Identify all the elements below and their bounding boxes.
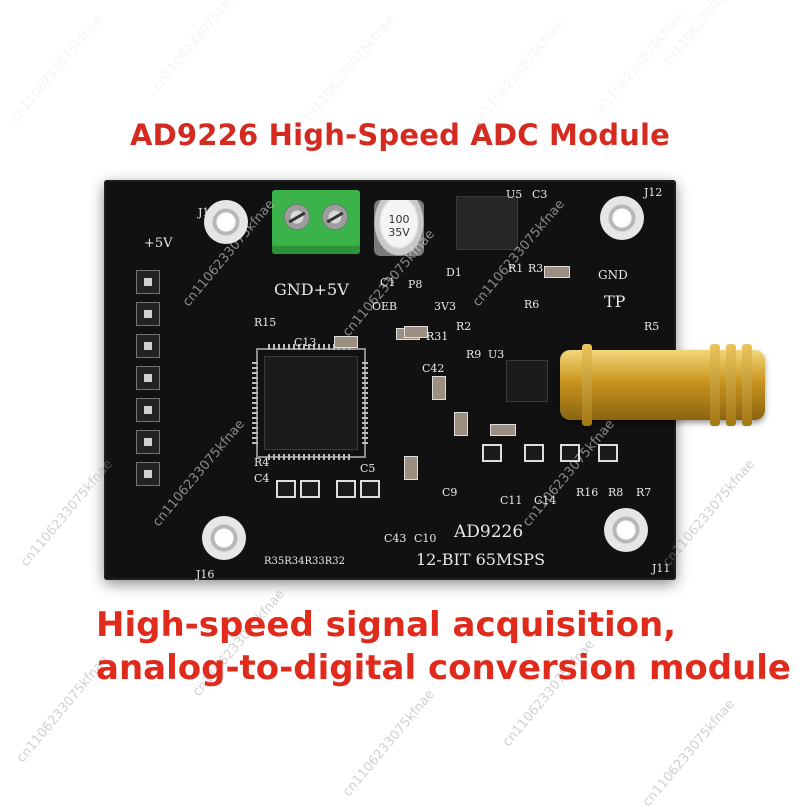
solder-pad <box>524 444 544 462</box>
silk-label: OEB <box>372 300 398 313</box>
sma-rib <box>726 344 736 426</box>
chip-pins <box>268 344 352 350</box>
watermark: cn1106233075kfnae <box>8 13 106 126</box>
silk-label: R35R34R33R32 <box>264 556 346 567</box>
solder-pad <box>360 480 380 498</box>
mounting-hole <box>202 516 246 560</box>
mounting-hole <box>204 200 248 244</box>
silk-label: P8 <box>408 278 423 291</box>
regulator-chip <box>456 196 518 250</box>
silk-label: C5 <box>360 462 376 475</box>
watermark: cn1106233075kfnae <box>340 687 438 800</box>
silk-label: C42 <box>422 362 445 375</box>
caption-line-1: High-speed signal acquisition, <box>96 605 677 645</box>
silk-label: U5 <box>506 188 523 201</box>
header-pin <box>136 398 160 422</box>
silk-label: R5 <box>644 320 660 333</box>
silk-label: C9 <box>442 486 458 499</box>
silk-label: R6 <box>524 298 540 311</box>
sma-rib <box>710 344 720 426</box>
sma-rib <box>742 344 752 426</box>
product-title: AD9226 High-Speed ADC Module <box>129 118 671 152</box>
op-amp-chip <box>506 360 548 402</box>
solder-pad <box>598 444 618 462</box>
silk-label: D1 <box>446 266 462 279</box>
sma-rib <box>582 344 592 426</box>
mounting-hole <box>600 196 644 240</box>
silk-label: C3 <box>532 188 548 201</box>
screw-icon <box>284 204 310 230</box>
power-label: GND+5V <box>274 280 349 299</box>
silk-label: R31 <box>426 330 449 343</box>
silk-label: J11 <box>652 562 671 575</box>
mounting-hole <box>604 508 648 552</box>
header-pin <box>136 462 160 486</box>
silk-label: GND <box>598 268 628 282</box>
smd-component <box>432 376 446 400</box>
silk-label: C14 <box>534 494 557 507</box>
watermark: cn1106233075kfnae <box>300 13 398 126</box>
smd-component <box>404 326 428 338</box>
silk-label: U3 <box>488 348 505 361</box>
capacitor-text: 100 35V <box>388 213 410 239</box>
chip-pins <box>268 454 352 460</box>
smd-component <box>490 424 516 436</box>
smd-component <box>454 412 468 436</box>
header-label: +5V <box>144 236 173 251</box>
silk-label: R7 <box>636 486 652 499</box>
silk-label: C11 <box>500 494 523 507</box>
silk-label: R9 <box>466 348 482 361</box>
chip-pins <box>252 360 258 444</box>
silk-label: 3V3 <box>434 300 456 313</box>
silk-label: J12 <box>644 186 663 199</box>
smd-component <box>334 336 358 348</box>
smd-component <box>404 456 418 480</box>
silk-label: C4 <box>254 472 270 485</box>
silk-label: J13 <box>198 206 217 219</box>
watermark: cn1106233075kfnae <box>18 457 116 570</box>
screw-icon <box>322 204 348 230</box>
solder-pad <box>560 444 580 462</box>
watermark: cn1106233075kfnae <box>640 697 738 810</box>
chip-pins <box>362 360 368 444</box>
header-pin <box>136 334 160 358</box>
silk-label: R16 <box>576 486 599 499</box>
silk-label: TP <box>604 292 626 311</box>
silk-label: C43 <box>384 532 407 545</box>
silk-label: R3 <box>528 262 544 275</box>
solder-pad <box>276 480 296 498</box>
header-pin <box>136 270 160 294</box>
header-pin <box>136 366 160 390</box>
solder-pad <box>300 480 320 498</box>
header-pin <box>136 302 160 326</box>
silk-label: J16 <box>196 568 215 581</box>
smd-component <box>544 266 570 278</box>
watermark: cn1106233075kfnae <box>150 0 248 94</box>
screw-terminal <box>272 190 360 254</box>
electrolytic-capacitor: 100 35V <box>374 200 424 256</box>
spec-label: 12-BIT 65MSPS <box>416 550 546 569</box>
silk-label: C10 <box>414 532 437 545</box>
silk-label: R4 <box>254 456 270 469</box>
adc-chip <box>264 356 358 450</box>
chip-name-label: AD9226 <box>454 522 524 542</box>
header-pin <box>136 430 160 454</box>
silk-label: R2 <box>456 320 472 333</box>
silk-label: C1 <box>380 276 396 289</box>
caption-line-2: analog-to-digital conversion module <box>96 648 791 688</box>
watermark: cn1106233075kfnae <box>470 17 568 130</box>
silk-label: R8 <box>608 486 624 499</box>
sma-connector <box>560 344 765 426</box>
solder-pad <box>336 480 356 498</box>
silk-label: R1 <box>508 262 524 275</box>
silk-label: C13 <box>294 336 317 349</box>
silk-label: R15 <box>254 316 277 329</box>
solder-pad <box>482 444 502 462</box>
